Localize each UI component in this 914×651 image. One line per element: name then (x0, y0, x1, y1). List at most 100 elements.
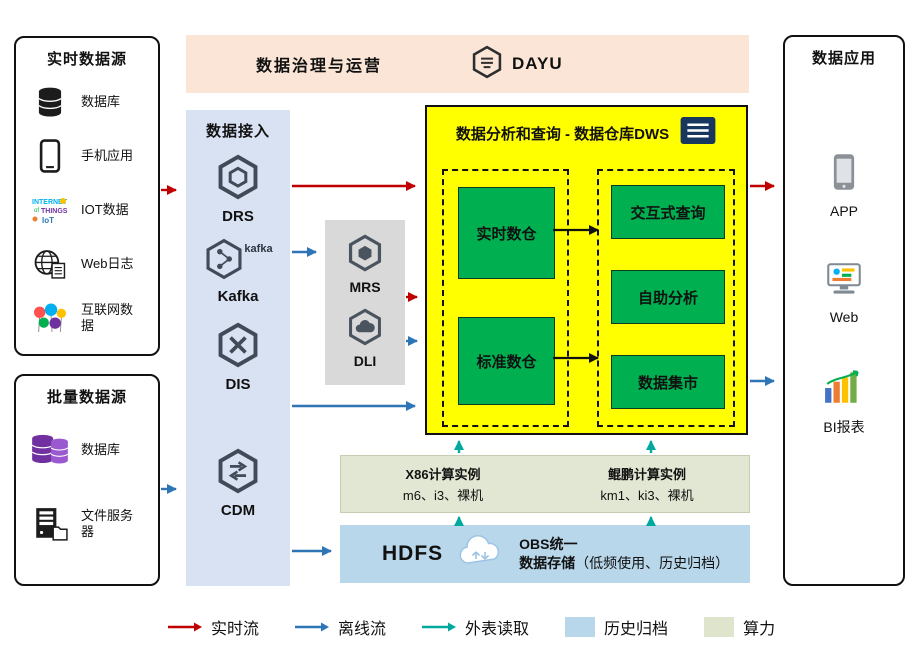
bi-report-icon (823, 369, 865, 410)
governance-title: 数据治理与运营 (256, 58, 383, 75)
legend: 实时流 离线流 外表读取 历史归档 算力 (168, 615, 775, 639)
list-item: 手机应用 (16, 129, 158, 183)
batch-sources-list: 数据库 文件服务器 (16, 413, 158, 561)
service-drs: DRS (186, 154, 290, 225)
file-server-icon (28, 506, 72, 542)
analysis-box: 数据集市 (611, 355, 725, 409)
data-ingestion-panel: 数据接入 DRS kafka Kafka DIS (186, 110, 290, 586)
source-label: 数据库 (81, 441, 121, 457)
kafka-hexagon-icon (203, 238, 245, 285)
list-item: 互联网数据 (16, 291, 158, 345)
realtime-sources-title: 实时数据源 (46, 51, 127, 68)
data-ingestion-title: 数据接入 (205, 123, 270, 140)
dayu-icon (470, 45, 504, 84)
x86-specs: m6、i3、裸机 (402, 488, 484, 503)
internet-data-icon (28, 303, 72, 334)
source-label: 文件服务器 (81, 507, 134, 539)
service-label: DRS (222, 208, 254, 225)
legend-label: 离线流 (338, 621, 387, 638)
analysis-box: 交互式查询 (611, 185, 725, 239)
list-item: BI报表 (785, 369, 903, 437)
batch-sources-panel: 批量数据源 数据库 文件服务器 (14, 374, 160, 586)
svg-text:INTERNET: INTERNET (32, 199, 68, 206)
dws-panel: 数据分析和查询 - 数据仓库DWS 实时数仓 标准数仓 交互式查询 自助分析 数… (425, 105, 748, 435)
globe-log-icon (28, 249, 72, 280)
service-label: MRS (349, 279, 381, 295)
x86-title: X86计算实例 (405, 467, 481, 482)
list-item: Web日志 (16, 237, 158, 291)
legend-compute: 算力 (704, 615, 775, 639)
source-label: 数据库 (81, 93, 121, 109)
dli-hexagon-icon (346, 308, 384, 351)
dis-hexagon-icon (215, 322, 261, 373)
service-cdm: CDM (186, 448, 290, 519)
list-item: 文件服务器 (16, 487, 158, 561)
obs-note: （低频使用、历史归档） (575, 555, 730, 571)
source-label: IOT数据 (81, 201, 129, 217)
application-label: Web (829, 309, 859, 325)
legend-offline: 离线流 (295, 615, 386, 639)
svg-text:IoT: IoT (42, 216, 54, 225)
svg-text:of: of (34, 208, 39, 214)
database-icon (28, 86, 72, 118)
realtime-arrow-icon (168, 622, 202, 632)
analysis-label: 自助分析 (637, 289, 698, 307)
obs-storage-label: OBS统一 数据存储（低频使用、历史归档） (519, 535, 729, 573)
offline-arrow-icon (295, 622, 330, 632)
x86-compute: X86计算实例 m6、i3、裸机 (341, 456, 545, 512)
application-label: BI报表 (823, 419, 865, 435)
service-label: Kafka (217, 288, 259, 305)
source-label: 互联网数据 (81, 301, 134, 333)
dayu-brand: DAYU (470, 45, 563, 84)
dws-document-icon (679, 116, 717, 150)
source-label: Web日志 (81, 255, 134, 271)
analysis-label: 交互式查询 (630, 204, 706, 222)
list-item: Web (785, 263, 903, 325)
service-dis: DIS (186, 322, 290, 393)
legend-label: 外表读取 (465, 621, 530, 638)
svg-text:THINGS: THINGS (41, 208, 68, 215)
storage-panel: HDFS OBS统一 数据存储（低频使用、历史归档） (340, 525, 750, 583)
warehouse-box: 实时数仓 (458, 187, 555, 279)
service-label: DLI (353, 353, 377, 369)
warehouse-label: 标准数仓 (476, 353, 537, 371)
compute-instances-panel: X86计算实例 m6、i3、裸机 鲲鹏计算实例 km1、ki3、裸机 (340, 455, 750, 513)
analysis-box: 自助分析 (611, 270, 725, 324)
web-monitor-icon (823, 263, 865, 302)
dayu-label: DAYU (512, 54, 563, 73)
middleware-panel: MRS DLI (325, 220, 405, 385)
kunpeng-specs: km1、ki3、裸机 (600, 488, 694, 503)
service-label: DIS (225, 376, 251, 393)
warehouse-label: 实时数仓 (476, 225, 537, 243)
mrs-hexagon-icon (346, 234, 384, 277)
cdm-hexagon-icon (215, 448, 261, 499)
kafka-wordmark: kafka (244, 243, 273, 255)
list-item: APP (785, 153, 903, 219)
legend-label: 实时流 (211, 621, 260, 638)
legend-realtime: 实时流 (168, 615, 259, 639)
legend-label: 历史归档 (604, 621, 669, 638)
service-mrs: MRS (325, 234, 405, 295)
obs-line2: 数据存储 (519, 555, 576, 571)
list-item: 数据库 (16, 413, 158, 487)
analysis-label: 数据集市 (637, 374, 698, 392)
service-label: CDM (220, 502, 256, 519)
kunpeng-compute: 鲲鹏计算实例 km1、ki3、裸机 (545, 456, 749, 512)
purple-database-icon (28, 433, 72, 467)
application-label: APP (829, 203, 858, 219)
dws-title: 数据分析和查询 - 数据仓库DWS (455, 125, 670, 143)
kunpeng-title: 鲲鹏计算实例 (607, 467, 686, 482)
drs-hexagon-icon (215, 154, 261, 205)
obs-line1: OBS统一 (519, 536, 578, 553)
mobile-icon (28, 139, 72, 173)
obs-cloud-icon (455, 534, 507, 574)
list-item: 数据库 (16, 75, 158, 129)
app-phone-icon (832, 153, 856, 196)
archive-swatch (565, 617, 596, 637)
data-applications-title: 数据应用 (811, 50, 876, 67)
